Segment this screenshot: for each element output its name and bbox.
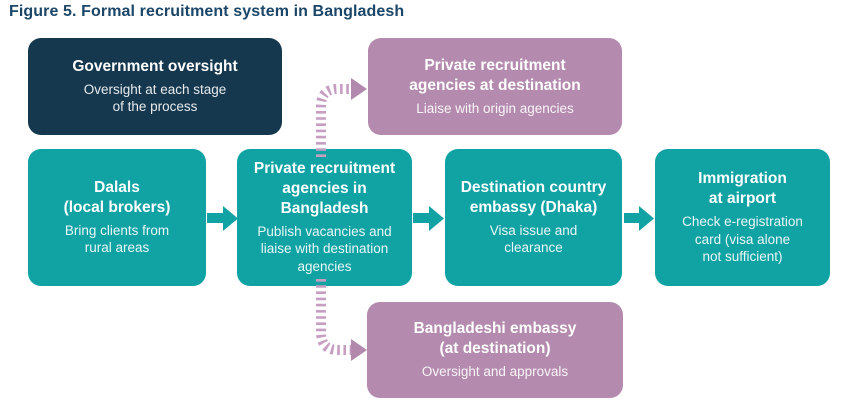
box-immigration-airport: Immigration at airport Check e-registrat… — [655, 149, 830, 286]
box-destination-embassy: Destination country embassy (Dhaka) Visa… — [445, 149, 622, 286]
dashed-arrow-down-icon — [316, 279, 367, 361]
box-subtitle: Check e-registration card (visa alone no… — [682, 214, 803, 265]
box-dalals: Dalals (local brokers) Bring clients fro… — [28, 149, 206, 286]
box-subtitle: Publish vacancies and liaise with destin… — [257, 223, 392, 275]
right-arrow-icon — [207, 206, 238, 231]
box-subtitle: Oversight at each stage of the process — [83, 81, 227, 115]
box-title: Destination country embassy (Dhaka) — [460, 179, 607, 216]
box-bangladeshi-embassy: Bangladeshi embassy (at destination) Ove… — [367, 302, 623, 398]
box-government-oversight: Government oversight Oversight at each s… — [28, 38, 282, 135]
box-title: Private recruitment agencies in Banglade… — [253, 160, 396, 218]
box-subtitle: Visa issue and clearance — [489, 222, 578, 256]
box-subtitle: Liaise with origin agencies — [416, 100, 574, 116]
box-title: Immigration at airport — [698, 170, 787, 208]
box-private-agencies-destination: Private recruitment agencies at destinat… — [368, 38, 622, 135]
box-private-agencies-bangladesh: Private recruitment agencies in Banglade… — [237, 149, 412, 286]
right-arrow-icon — [624, 206, 654, 231]
box-subtitle: Bring clients from rural areas — [64, 222, 170, 256]
box-title: Private recruitment agencies at destinat… — [409, 56, 581, 94]
box-subtitle: Oversight and approvals — [421, 364, 569, 380]
box-title: Government oversight — [72, 58, 238, 76]
dashed-arrow-up-icon — [316, 78, 367, 157]
figure-title: Figure 5. Formal recruitment system in B… — [9, 3, 405, 20]
box-title: Bangladeshi embassy (at destination) — [413, 320, 577, 358]
box-title: Dalals (local brokers) — [63, 179, 171, 216]
right-arrow-icon — [413, 206, 444, 231]
